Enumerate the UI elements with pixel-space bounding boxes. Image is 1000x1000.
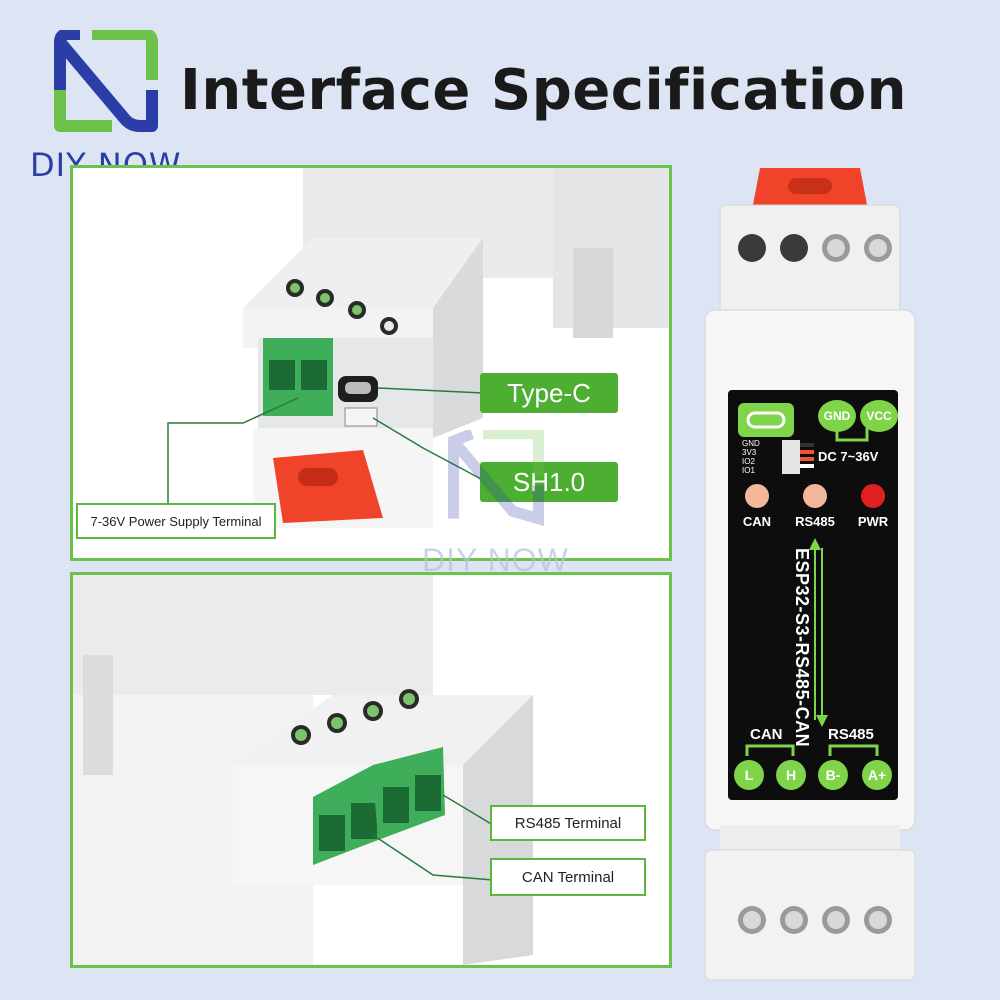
terminal-h: H: [776, 760, 806, 790]
dc-voltage: DC 7~36V: [818, 449, 879, 464]
pin-label: 3V3: [742, 448, 757, 457]
led-label-can: CAN: [742, 514, 772, 529]
terminal-b-minus: B-: [818, 760, 848, 790]
device-top-illustration: [167, 168, 669, 528]
pin-label: GND: [742, 439, 760, 448]
device-front: GND VCC DC 7~36V GND 3V3 IO2 IO1 CAN RS4…: [690, 160, 930, 990]
model-name: ESP32-S3-RS485-CAN: [792, 548, 812, 748]
vcc-badge: VCC: [860, 400, 898, 432]
rs485-terminal-label: RS485 Terminal: [490, 805, 646, 841]
pin-labels: GND 3V3 IO2 IO1: [742, 439, 760, 475]
gnd-badge: GND: [818, 400, 856, 432]
power-terminal-label: 7-36V Power Supply Terminal: [76, 503, 276, 539]
led-label-rs485: RS485: [795, 514, 835, 529]
pin-label: IO1: [742, 466, 755, 475]
brand-logo-icon: [52, 28, 160, 134]
led-can: [745, 484, 769, 508]
watermark-text: DIY NOW: [422, 542, 569, 578]
led-label-pwr: PWR: [857, 514, 889, 529]
group-label-rs485: RS485: [828, 726, 874, 743]
pin-label: IO2: [742, 457, 755, 466]
group-label-can: CAN: [750, 726, 783, 743]
device-bottom-illustration: [73, 575, 613, 965]
led-rs485: [803, 484, 827, 508]
page-title: Interface Specification: [180, 58, 908, 123]
led-pwr: [861, 484, 885, 508]
top-panel: [70, 165, 672, 561]
bottom-panel: [70, 572, 672, 968]
terminal-l: L: [734, 760, 764, 790]
typec-label: Type-C: [480, 373, 618, 413]
can-terminal-label: CAN Terminal: [490, 858, 646, 896]
watermark-logo-icon: [446, 428, 546, 531]
terminal-a-plus: A+: [862, 760, 892, 790]
sh10-label: SH1.0: [480, 462, 618, 502]
